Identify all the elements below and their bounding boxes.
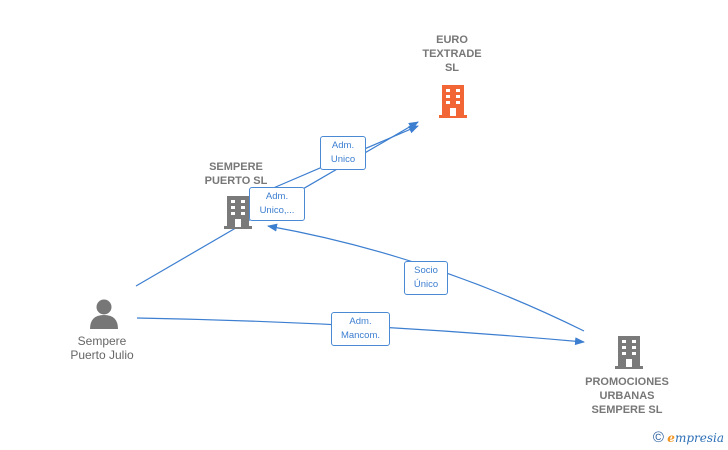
node-label-promociones-urbanas[interactable]: PROMOCIONES URBANAS SEMPERE SL — [585, 376, 669, 416]
edge-label-adm-mancom[interactable]: Adm. Mancom. — [331, 312, 390, 346]
copyright-icon: © — [652, 429, 664, 446]
brand-initial: e — [667, 431, 675, 445]
person-icon[interactable] — [89, 298, 119, 330]
empresia-watermark: © empresia — [653, 429, 724, 446]
building-icon[interactable] — [222, 194, 254, 230]
edge-label-adm-unico-2[interactable]: Adm. Unico,... — [249, 187, 305, 221]
node-label-sempere-puerto-julio[interactable]: Sempere Puerto Julio — [70, 334, 134, 362]
edge-label-socio-unico[interactable]: Socio Único — [404, 261, 448, 295]
brand-name: mpresia — [674, 431, 724, 445]
node-label-euro-textrade[interactable]: EURO TEXTRADE SL — [422, 34, 482, 74]
node-label-sempere-puerto-sl[interactable]: SEMPERE PUERTO SL — [204, 161, 268, 187]
edge-label-adm-unico-1[interactable]: Adm. Unico — [320, 136, 366, 170]
building-icon[interactable] — [613, 334, 645, 370]
building-icon[interactable] — [437, 83, 469, 119]
